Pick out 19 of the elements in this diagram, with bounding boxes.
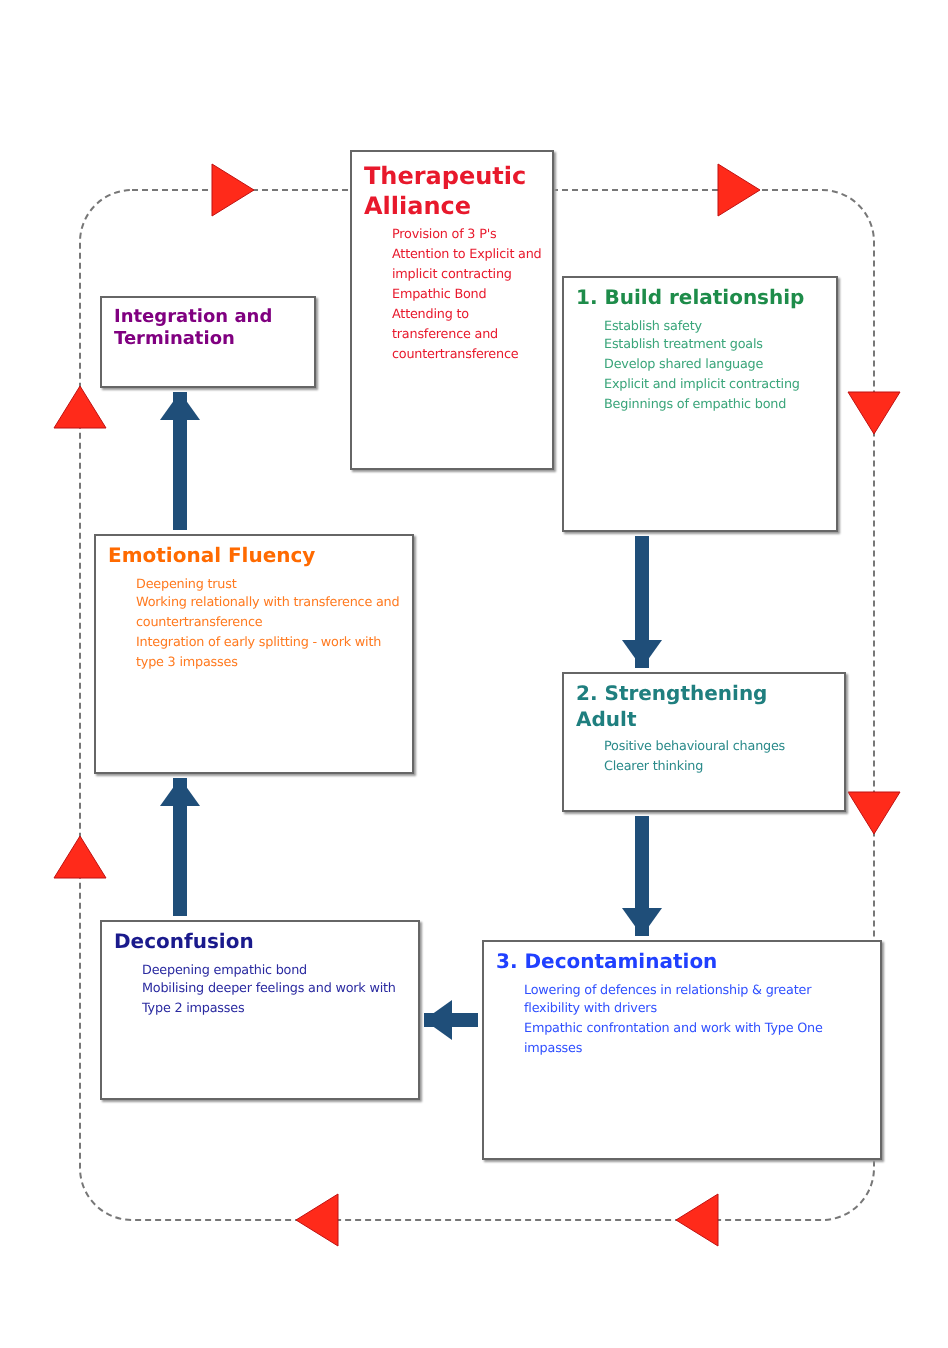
stage-box	[482, 940, 882, 1160]
block-arrow	[160, 778, 200, 916]
box-heading: 3. Decontamination	[496, 952, 720, 977]
box-heading: Emotional Fluency	[108, 546, 318, 571]
box-heading: Deconfusion	[114, 932, 256, 957]
stage-box	[94, 534, 414, 774]
box-heading: Integration and Termination	[114, 308, 275, 353]
box-heading: Therapeutic Alliance	[364, 162, 529, 222]
block-arrow	[622, 816, 662, 936]
box-heading: 1. Build relationship	[576, 288, 807, 313]
block-arrow	[424, 1000, 478, 1040]
stage-box	[350, 150, 554, 470]
stage-box	[562, 672, 846, 812]
block-arrow	[622, 536, 662, 668]
box-heading: 2. Strengthening Adult	[576, 684, 770, 734]
stage-box	[100, 296, 316, 388]
stage-box	[100, 920, 420, 1100]
block-arrow	[160, 392, 200, 530]
stage-box	[562, 276, 838, 532]
